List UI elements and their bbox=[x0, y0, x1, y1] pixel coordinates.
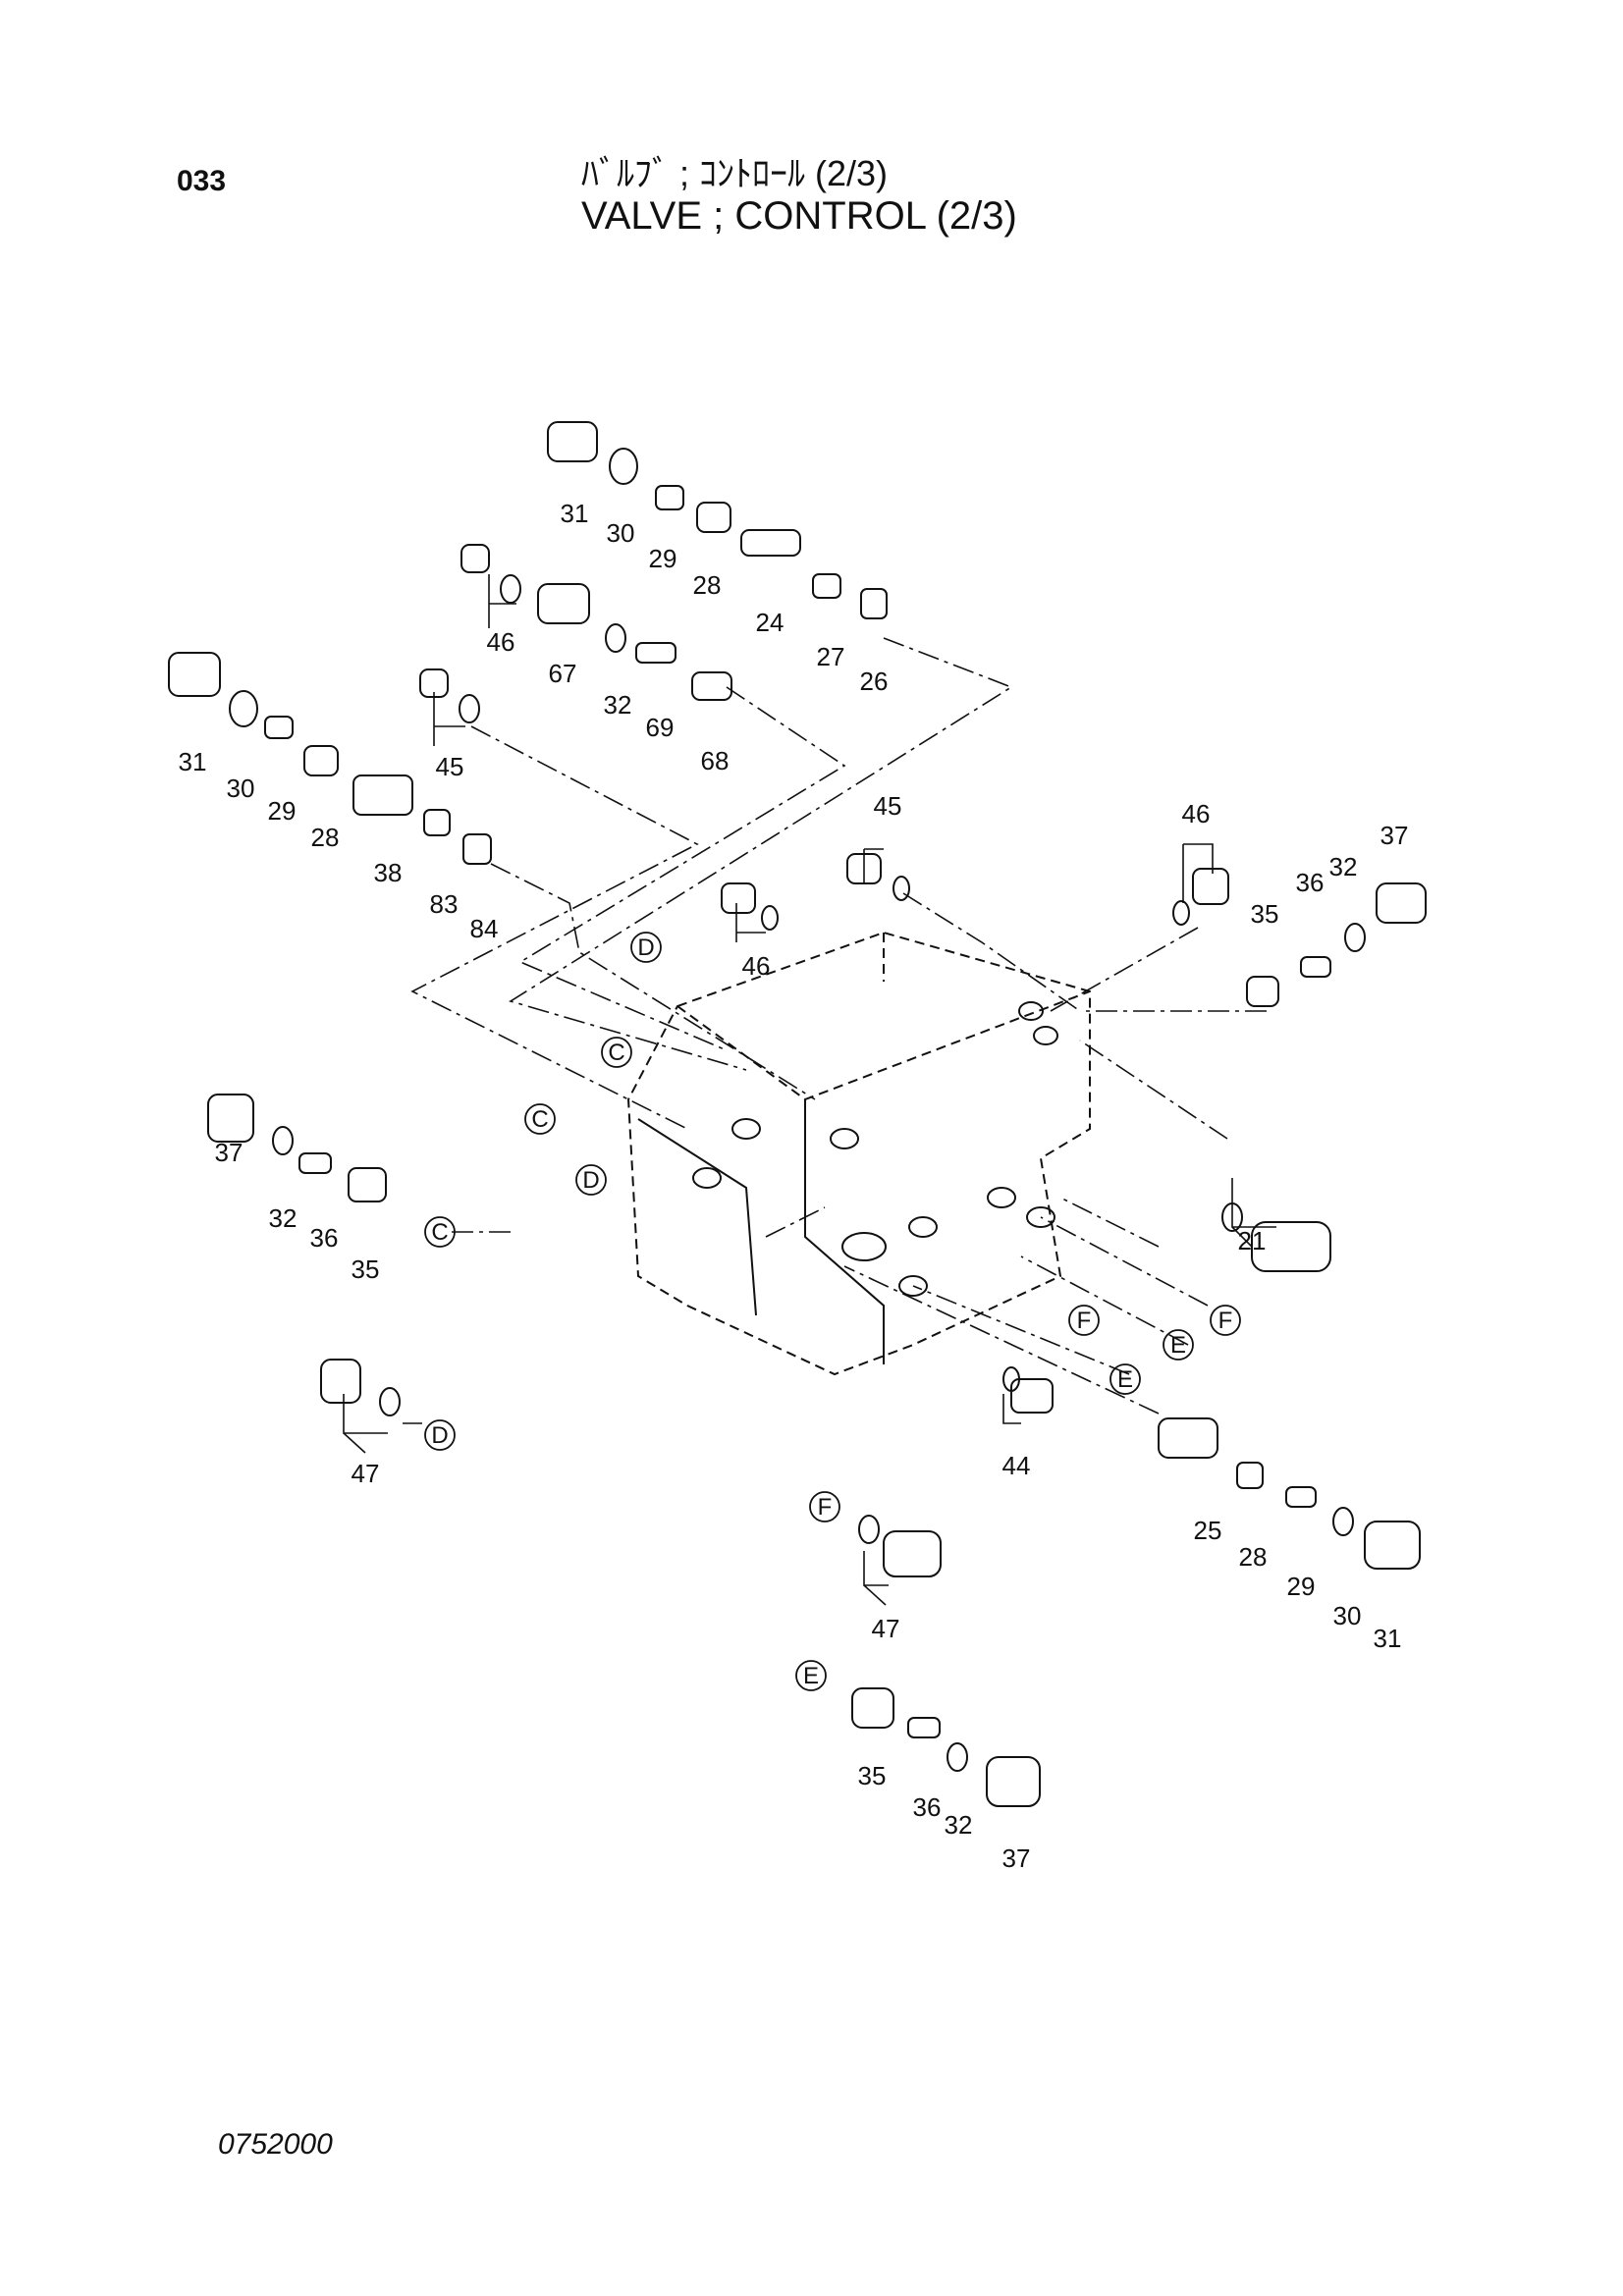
title-japanese: ﾊﾞﾙﾌﾞ ; ｺﾝﾄﾛｰﾙ (2/3) bbox=[581, 153, 889, 193]
part-number: 83 bbox=[430, 889, 459, 919]
part-number: 46 bbox=[487, 627, 515, 657]
valve-body bbox=[626, 931, 1091, 1376]
part-number: 28 bbox=[693, 570, 722, 600]
part-number: 35 bbox=[352, 1255, 380, 1284]
ref-marker: D bbox=[582, 1167, 599, 1194]
part-number: 68 bbox=[701, 746, 730, 775]
reference-marker-labels: D C C D C D F F E E F E bbox=[431, 934, 1232, 1689]
part-number: 84 bbox=[470, 914, 499, 943]
part-number: 30 bbox=[227, 774, 255, 803]
part-number: 37 bbox=[215, 1138, 243, 1167]
part-number: 69 bbox=[646, 713, 675, 742]
part-number: 37 bbox=[1002, 1843, 1031, 1873]
ref-marker: F bbox=[818, 1494, 833, 1521]
part-number: 29 bbox=[1287, 1572, 1316, 1601]
part-number: 35 bbox=[1251, 899, 1279, 929]
ref-marker: C bbox=[431, 1219, 448, 1246]
part-number: 45 bbox=[436, 752, 464, 781]
document-code: 0752000 bbox=[218, 2128, 333, 2161]
part-glyphs bbox=[168, 421, 1427, 1807]
part-number: 46 bbox=[1182, 799, 1211, 828]
bracket-lines bbox=[343, 574, 1276, 1606]
part-number: 21 bbox=[1238, 1226, 1267, 1255]
part-number: 31 bbox=[561, 499, 589, 528]
part-number: 32 bbox=[1329, 852, 1358, 881]
part-number: 32 bbox=[269, 1203, 298, 1233]
part-number: 31 bbox=[179, 747, 207, 776]
part-number: 44 bbox=[1002, 1451, 1031, 1480]
ref-marker: D bbox=[637, 934, 654, 961]
part-number: 29 bbox=[268, 796, 297, 826]
part-number: 24 bbox=[756, 608, 784, 637]
part-number: 36 bbox=[913, 1792, 942, 1822]
part-number-labels: 31 30 29 28 24 27 26 46 67 32 69 68 31 3… bbox=[179, 499, 1409, 1873]
part-number: 35 bbox=[858, 1761, 887, 1790]
part-number: 28 bbox=[311, 823, 340, 852]
reference-circles bbox=[424, 932, 1241, 1691]
part-number: 46 bbox=[742, 951, 771, 981]
part-number: 30 bbox=[1333, 1601, 1362, 1630]
part-number: 30 bbox=[607, 518, 635, 548]
page-code: 033 bbox=[177, 165, 227, 197]
ref-marker: F bbox=[1077, 1308, 1092, 1334]
ref-marker: F bbox=[1218, 1308, 1233, 1334]
part-number: 32 bbox=[604, 690, 632, 720]
part-number: 29 bbox=[649, 544, 677, 573]
part-number: 25 bbox=[1194, 1516, 1222, 1545]
part-number: 38 bbox=[374, 858, 403, 887]
part-number: 27 bbox=[817, 642, 845, 671]
part-number: 36 bbox=[310, 1223, 339, 1253]
leader-lines bbox=[403, 637, 1267, 1424]
part-number: 47 bbox=[872, 1614, 900, 1643]
part-number: 45 bbox=[874, 791, 902, 821]
ref-marker: D bbox=[431, 1422, 448, 1449]
part-number: 28 bbox=[1239, 1542, 1268, 1572]
part-number: 67 bbox=[549, 659, 577, 688]
ref-marker: E bbox=[803, 1663, 819, 1689]
part-number: 32 bbox=[945, 1810, 973, 1840]
part-number: 31 bbox=[1374, 1624, 1402, 1653]
part-number: 37 bbox=[1380, 821, 1409, 850]
ref-marker: C bbox=[608, 1040, 624, 1066]
ref-marker: C bbox=[531, 1106, 548, 1133]
ref-marker: E bbox=[1170, 1332, 1186, 1359]
part-number: 47 bbox=[352, 1459, 380, 1488]
part-number: 36 bbox=[1296, 868, 1325, 897]
part-number: 26 bbox=[860, 667, 889, 696]
title-english: VALVE ; CONTROL (2/3) bbox=[581, 194, 1017, 238]
ref-marker: E bbox=[1117, 1366, 1133, 1393]
